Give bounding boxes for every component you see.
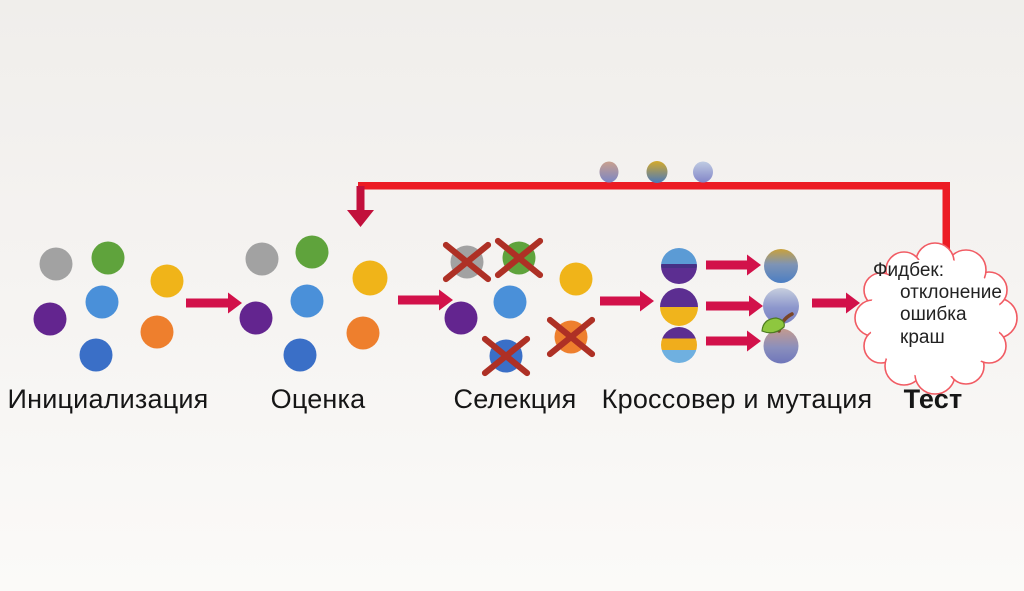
elimination-crosses: [442, 237, 596, 377]
cross-mark-icon: [442, 241, 492, 283]
arrow-to-test-icon: [812, 292, 860, 314]
arrow-crossover-row3-icon: [706, 330, 761, 352]
feedback-loop-line: [347, 182, 950, 250]
flow-arrows: [186, 254, 860, 352]
feedback-cloud-shape: [854, 242, 1018, 395]
plum-leaf-icon: [761, 317, 785, 334]
cross-mark-icon: [546, 316, 596, 358]
arrow-init-to-eval-icon: [186, 292, 242, 314]
arrow-crossover-row1-icon: [706, 254, 761, 276]
arrow-selection-to-crossover-icon: [600, 290, 654, 312]
arrow-eval-to-selection-icon: [398, 289, 453, 311]
feedback-arrowhead-icon: [347, 210, 374, 227]
cross-mark-icon: [494, 237, 544, 279]
arrow-crossover-row2-icon: [706, 295, 763, 317]
cross-mark-icon: [481, 335, 531, 377]
plum-stem-leaf: [761, 312, 794, 334]
